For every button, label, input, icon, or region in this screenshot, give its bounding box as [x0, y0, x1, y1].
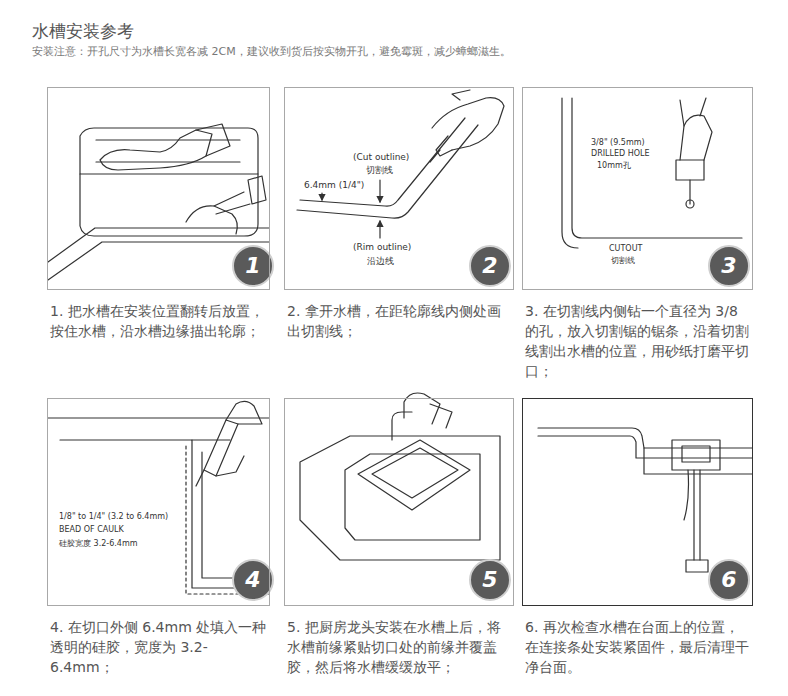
callout-number: 6	[721, 567, 736, 592]
step-text: 3. 在切割线内侧钻一个直径为 3/8 的孔，放入切割锯的锯条，沿着切割线割出水…	[525, 301, 750, 381]
install-note: 安装注意：开孔尺寸为水槽长宽各减 2CM，建议收到货后按实物开孔，避免霉斑，减少…	[32, 46, 511, 59]
sink-lowering-drawing	[300, 393, 500, 560]
drawing-label: (Rim outline)	[352, 242, 412, 252]
callout-number: 5	[482, 567, 497, 592]
drawing-label: BEAD OF CAULK	[58, 525, 125, 534]
outline-drawing	[297, 90, 504, 238]
caulking-drawing	[48, 401, 269, 594]
drawing-label: 切割线	[610, 256, 636, 265]
drawing-label: 3/8" (9.5mm)	[590, 138, 646, 147]
drawing-label: CUTOUT	[608, 244, 643, 253]
step-text: 5. 把厨房龙头安装在水槽上后，将水槽前缘紧贴切口处的前缘并覆盖胶，然后将水槽缓…	[287, 617, 511, 677]
drawing-label: 10mm孔	[596, 161, 632, 170]
drawing-label: DRILLED HOLE	[590, 149, 651, 158]
step-panel: 3. 在切割线内侧钻一个直径为 3/8 的孔，放入切割锯的锯条，沿着切割线割出水…	[522, 87, 753, 290]
step-panel: 1. 把水槽在安装位置翻转后放置，按住水槽，沿水槽边缘描出轮廓；	[47, 87, 270, 290]
callout-number: 1	[245, 253, 260, 278]
step-text: 1. 把水槽在安装位置翻转后放置，按住水槽，沿水槽边缘描出轮廓；	[50, 301, 267, 341]
callout-number: 3	[721, 253, 736, 278]
page-title: 水槽安装参考	[32, 20, 134, 43]
drawing-label: 1/8" to 1/4" (3.2 to 6.4mm)	[58, 512, 169, 521]
drawing-label: 硅胶宽度 3.2-6.4mm	[58, 539, 138, 548]
clamp-drawing	[538, 428, 752, 572]
step-panel: 6. 再次检查水槽在台面上的位置，在连接条处安装紧固件，最后清理干净台面。	[522, 398, 753, 606]
cutout-drawing	[562, 98, 742, 248]
drawing-label: (Cut outline)	[352, 152, 410, 162]
callout-number: 2	[482, 253, 497, 278]
step-panel: 5. 把厨房龙头安装在水槽上后，将水槽前缘紧贴切口处的前缘并覆盖胶，然后将水槽缓…	[284, 398, 514, 606]
drawing-label: 切割线	[365, 165, 394, 175]
callout-circles	[233, 246, 749, 600]
drawing-label: 6.4mm (1/4")	[303, 180, 365, 190]
step-text: 2. 拿开水槽，在距轮廓线内侧处画出切割线；	[287, 301, 511, 341]
step-text: 4. 在切口外侧 6.4mm 处填入一种透明的硅胶，宽度为 3.2-6.4mm；	[50, 617, 267, 677]
step-text: 6. 再次检查水槽在台面上的位置，在连接条处安装紧固件，最后清理干净台面。	[525, 617, 750, 677]
drawing-label: 沿边线	[366, 256, 395, 266]
callout-number: 4	[245, 567, 260, 592]
step-panel: 4. 在切口外侧 6.4mm 处填入一种透明的硅胶，宽度为 3.2-6.4mm；	[47, 398, 270, 606]
